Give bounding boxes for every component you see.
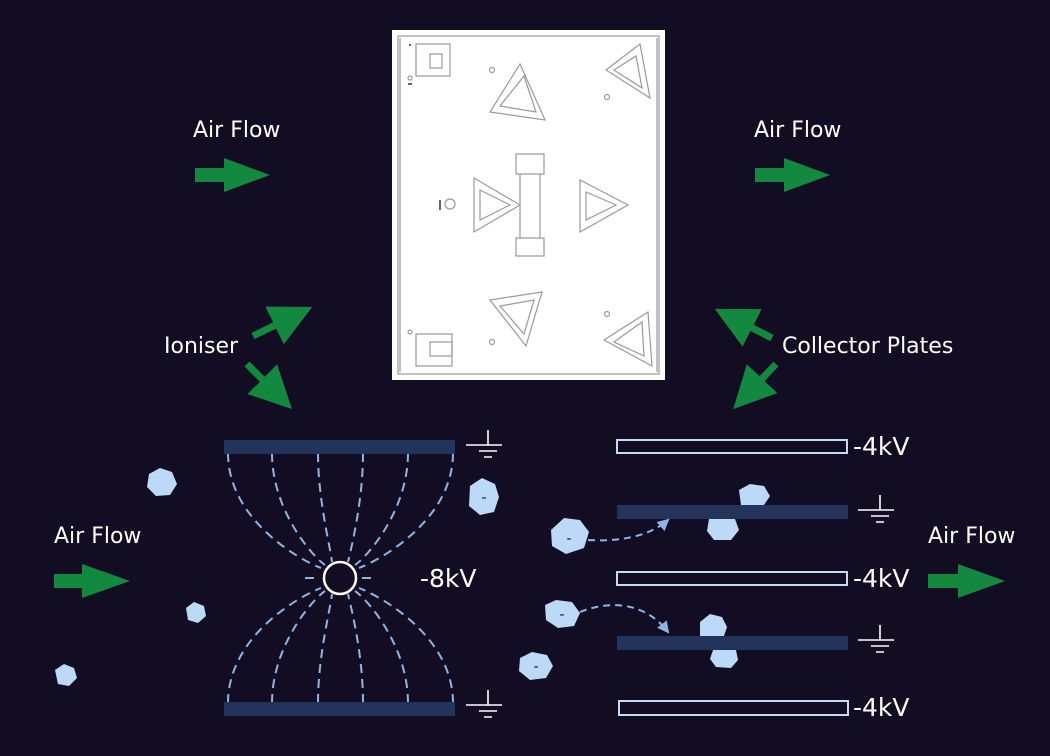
ground-icon [466, 430, 502, 458]
ioniser-label: Ioniser [164, 334, 239, 359]
ground-icon [466, 690, 502, 718]
ioniser-pointer-down [244, 361, 292, 409]
air-flow-arrow-left [54, 564, 130, 598]
charged-particle [545, 600, 580, 628]
charged-plate-1 [616, 439, 848, 454]
charged-particle [551, 518, 589, 554]
collected-particle [707, 519, 739, 540]
charge-sign: - [566, 531, 571, 547]
air-flow-label-right: Air Flow [928, 524, 1016, 549]
air-flow-label-left: Air Flow [54, 524, 142, 549]
ground-icon [858, 495, 894, 523]
ioniser-wire [322, 560, 358, 596]
charge-sign: - [533, 659, 538, 675]
ioniser-section [224, 440, 455, 716]
ground-icon [858, 625, 894, 653]
particle-path-1 [587, 518, 670, 542]
particle [186, 602, 206, 623]
precipitator-cell-image [392, 30, 665, 380]
collected-particle [700, 614, 727, 636]
charged-plate-2 [616, 571, 848, 586]
ioniser-bottom-plate [224, 702, 455, 716]
collector-pointer-down [733, 361, 779, 410]
collected-particle [739, 484, 770, 505]
charged-particle [469, 478, 499, 515]
collector-plates-label: Collector Plates [782, 334, 954, 359]
grounded-plate-1 [617, 505, 848, 519]
collector-section [579, 439, 849, 716]
charge-sign: - [481, 490, 486, 506]
particle [55, 664, 77, 686]
ioniser-pointer-up [251, 306, 313, 345]
particle [147, 468, 177, 496]
dust-particles [55, 468, 770, 686]
ioniser-voltage-label: -8kV [420, 564, 477, 593]
charged-particle [519, 652, 553, 680]
air-flow-arrow-top-left [195, 158, 270, 192]
charged-plate-3 [618, 700, 849, 716]
plate-voltage-label-1: -4kV [853, 432, 910, 461]
air-flow-arrow-right [928, 564, 1005, 598]
collector-pointer-up [714, 308, 774, 347]
plate-voltage-label-2: -4kV [853, 564, 910, 593]
air-flow-label-top-right: Air Flow [754, 118, 842, 143]
particle-path-2 [579, 604, 670, 634]
ioniser-top-plate [224, 440, 455, 454]
electric-field-lines [227, 452, 454, 704]
plate-voltage-label-3: -4kV [853, 693, 910, 722]
collected-particle [710, 650, 738, 668]
air-flow-label-top-left: Air Flow [193, 118, 281, 143]
grounded-plate-2 [617, 636, 848, 650]
charge-sign: - [559, 607, 564, 623]
air-flow-arrow-top-right [755, 158, 830, 192]
